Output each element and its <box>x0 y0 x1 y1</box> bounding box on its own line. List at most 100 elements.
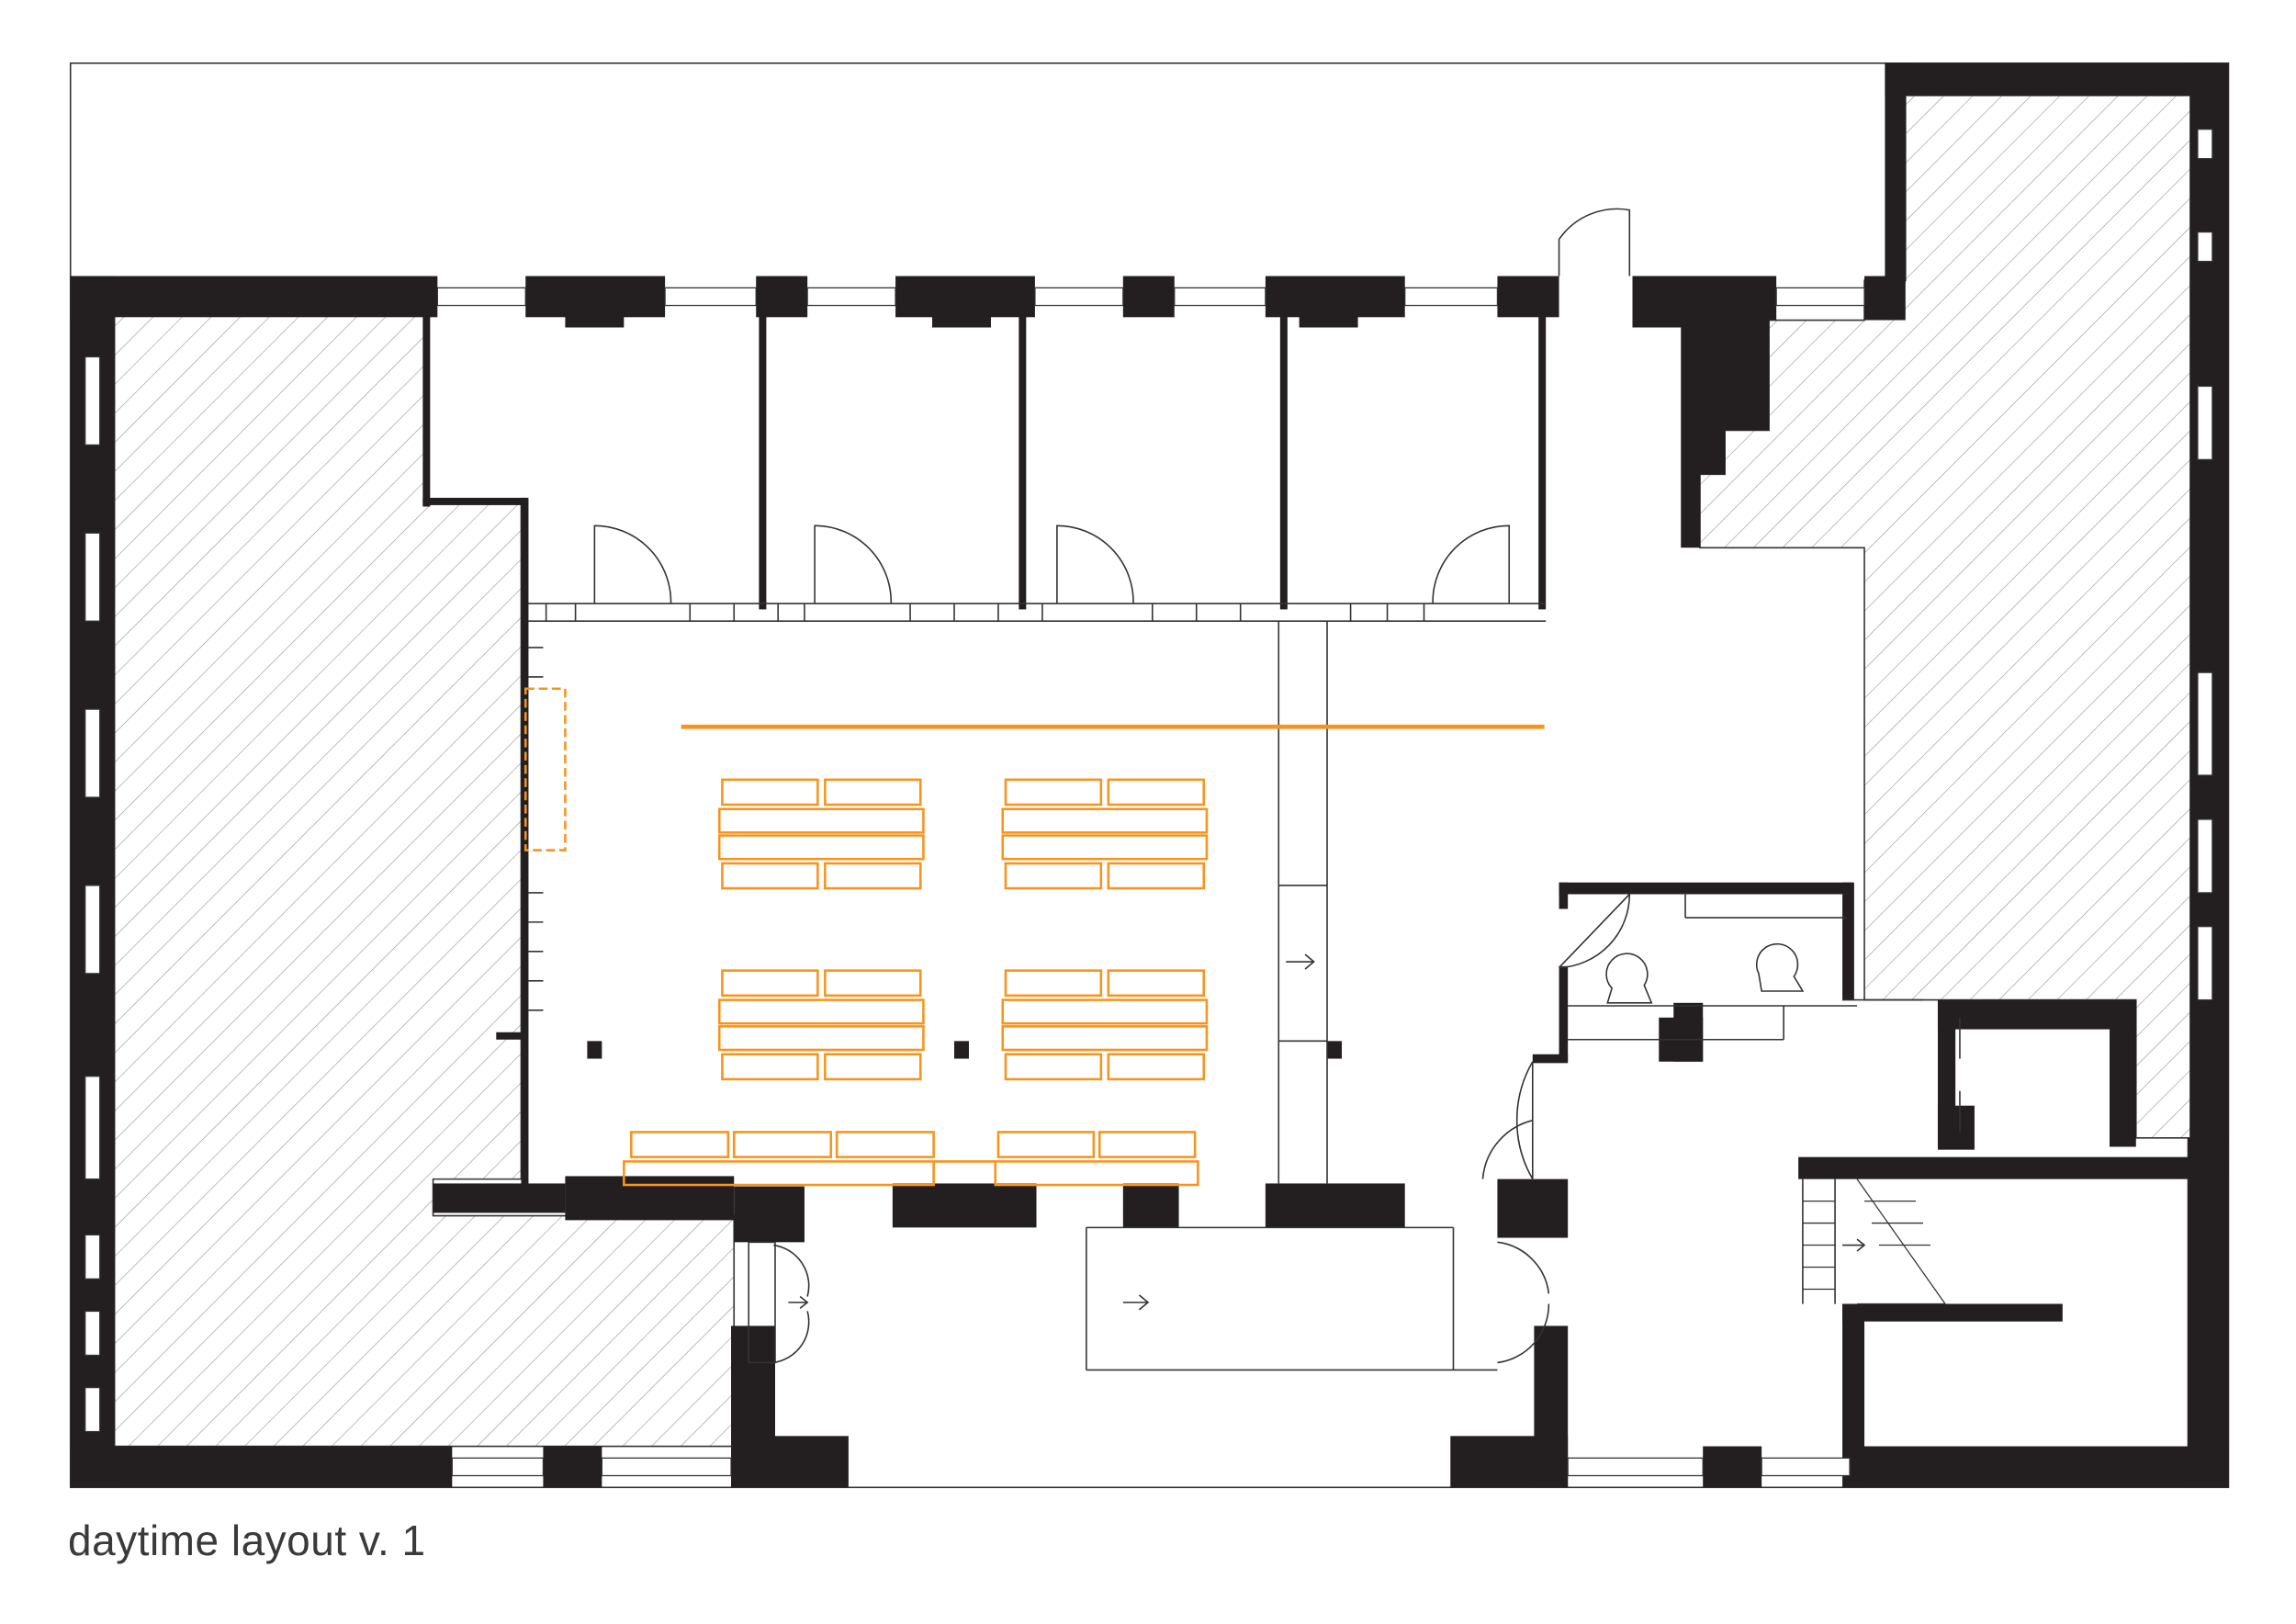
window <box>2197 129 2213 160</box>
window <box>1404 287 1499 307</box>
stair-icon <box>1802 1179 1947 1305</box>
door-swing-icon <box>773 1311 810 1364</box>
door-swing-icon <box>773 1244 810 1297</box>
table-group <box>1001 778 1209 890</box>
window <box>664 287 757 307</box>
wall-interior <box>496 1032 523 1040</box>
wall-top-right <box>1632 276 1777 548</box>
wall-bottom <box>543 1446 602 1488</box>
door-swing-icon <box>1558 892 1631 969</box>
window <box>84 1310 101 1357</box>
window <box>2197 671 2213 776</box>
wall-top-pier <box>1122 276 1175 318</box>
wall-top-pier <box>932 298 991 328</box>
door-swing-icon <box>1481 1119 1533 1179</box>
wall-interior <box>1559 882 1569 909</box>
column <box>1327 1041 1342 1059</box>
wall-interior <box>892 1183 1037 1228</box>
wall-bottom <box>70 1446 453 1488</box>
window <box>84 532 101 622</box>
door-swing-icon <box>1056 524 1134 604</box>
window <box>1775 287 1865 307</box>
window <box>84 708 101 798</box>
toilet-icon <box>1605 953 1653 1004</box>
column <box>587 1041 602 1059</box>
wall-top-pier <box>1497 276 1559 318</box>
table-group <box>717 969 925 1081</box>
hatched-zone-right <box>1699 95 2191 1139</box>
windows-left <box>84 355 101 1433</box>
door-swing-icon <box>1432 524 1511 604</box>
window <box>436 287 526 307</box>
wall-interior <box>1937 999 2136 1030</box>
column <box>954 1041 969 1059</box>
direction-arrow-icon <box>788 953 1866 1311</box>
wall-left <box>70 276 115 1488</box>
windows-right <box>2197 129 2213 1001</box>
window <box>2197 231 2213 263</box>
window <box>2197 818 2213 894</box>
wall-interior <box>565 1176 735 1221</box>
door-swing-icon <box>593 524 672 604</box>
wall-interior <box>433 1183 566 1213</box>
wall-interior <box>1122 1183 1179 1228</box>
wall-interior <box>422 497 526 505</box>
wall-right-top <box>1885 62 1906 284</box>
wall-top-left <box>70 276 438 318</box>
table-group <box>717 778 925 890</box>
wall-interior <box>422 315 431 507</box>
wall-right-bottom <box>1842 1303 2063 1322</box>
window <box>2197 385 2213 461</box>
wc-fixtures <box>1605 942 1805 1004</box>
door-frame <box>748 1241 776 1364</box>
exterior-walls <box>70 62 2229 1488</box>
wall-right-bottom <box>1842 1303 1865 1488</box>
table-group <box>1001 969 1209 1081</box>
furniture <box>523 687 1545 1187</box>
wall-right-bottom <box>1798 1156 2229 1179</box>
wall-interior <box>521 497 529 1189</box>
window <box>1567 1457 1704 1477</box>
door-swing-icon <box>1515 1061 1534 1182</box>
window <box>601 1457 732 1477</box>
wall-bottom <box>1703 1446 1762 1488</box>
window <box>84 355 101 446</box>
window <box>84 1076 101 1180</box>
window <box>84 1386 101 1433</box>
wall-interior <box>759 315 767 610</box>
wall-interior <box>1532 1054 1569 1064</box>
wall-bottom <box>1534 1325 1569 1488</box>
wall-interior <box>1019 315 1027 610</box>
window <box>84 1234 101 1280</box>
wall-interior <box>1497 1179 1569 1238</box>
bench-row <box>623 1131 1199 1187</box>
door-swing-icon <box>1497 1241 1550 1294</box>
thin-lines <box>528 603 1923 1371</box>
wall-interior <box>1279 315 1288 610</box>
door-swing-icon <box>814 524 893 604</box>
wall-interior <box>1842 882 1854 1000</box>
wall-top-pier <box>1299 298 1358 328</box>
wall-interior <box>734 1186 805 1243</box>
window <box>2197 926 2213 1001</box>
window <box>451 1457 545 1477</box>
window <box>1034 287 1124 307</box>
wall-interior <box>1265 1183 1405 1228</box>
wall-bottom <box>1850 1446 2229 1488</box>
window <box>1174 287 1266 307</box>
wall-top-pier <box>565 298 625 328</box>
wall-interior <box>1559 882 1853 895</box>
wall-ticks <box>528 603 1425 1011</box>
door-swing-icon <box>1497 1303 1550 1364</box>
plan-caption: daytime layout v. 1 <box>68 1517 426 1564</box>
door-swing-icon <box>593 208 1961 1364</box>
door-swing-icon <box>1558 208 1631 276</box>
wall-bottom <box>774 1436 849 1488</box>
wall-bottom <box>731 1325 775 1488</box>
wall-interior <box>1538 315 1547 610</box>
window <box>84 885 101 975</box>
wall-interior <box>2109 999 2136 1147</box>
toilet-icon <box>1755 942 1805 992</box>
windows-top <box>436 287 1865 307</box>
